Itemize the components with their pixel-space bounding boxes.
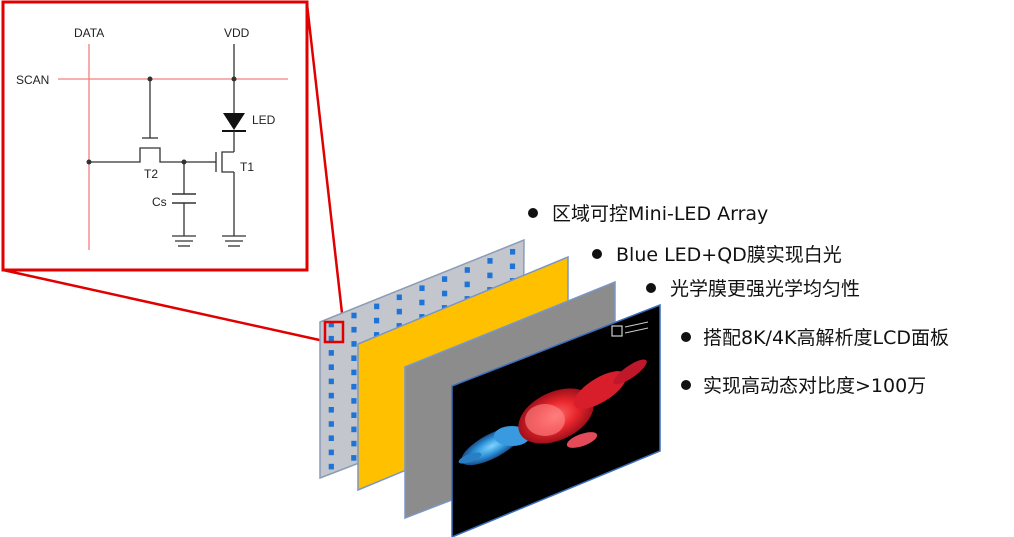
lcd-panel-layer [451,303,661,537]
mini-led-dot [351,440,357,447]
mini-led-dot [374,317,380,324]
mini-led-dot [509,263,516,270]
mini-led-dot [374,303,380,310]
mini-led-dot [442,290,448,297]
data-label: DATA [74,26,104,40]
mini-led-dot [328,407,334,413]
mini-led-dot [351,326,357,333]
mini-led-dot [351,455,357,461]
vdd-label: VDD [224,26,250,40]
mini-led-dot [487,272,493,279]
bullet-dot [646,283,656,293]
mini-led-dot [328,378,334,385]
mini-led-dot [328,463,334,470]
feature-text: 光学膜更强光学均匀性 [670,278,860,300]
feature-item: 搭配8K/4K高解析度LCD面板 [681,327,949,349]
mini-led-dot [351,369,357,376]
mini-led-dot [351,412,357,418]
callout-connector-top [305,3,345,323]
mini-led-dot [487,258,493,264]
led-label: LED [252,113,276,127]
mini-led-dot [442,276,448,282]
t2-gate-junction [147,76,153,82]
mini-led-dot [351,426,357,433]
mini-led-dot [328,449,334,456]
ground-symbol-t1 [222,235,246,247]
highlighted-led-pixel [323,320,345,344]
data-t2-junction [86,159,92,165]
mini-led-dot [351,398,357,404]
mini-led-dot [351,383,357,390]
mini-led-dot [328,392,334,399]
circuit-callout: DATA VDD SCAN LED T1 T2 Cs [1,0,309,272]
mini-led-dot [396,323,402,329]
mini-led-dot [351,312,357,319]
mini-led-dot [464,267,470,273]
t2-label: T2 [144,167,158,181]
mini-led-dot [328,321,334,328]
feature-item: 实现高动态对比度>100万 [681,375,926,397]
mini-led-dot [328,364,334,370]
mini-led-dot [351,341,357,347]
bullet-dot [528,208,538,218]
mini-led-dot [464,281,470,288]
mini-led-dot [328,350,334,356]
vdd-scan-junction [231,76,237,82]
mini-led-dot [396,308,402,315]
mini-led-dot [510,249,516,255]
feature-text: Blue LED+QD膜实现白光 [616,244,842,266]
bullet-dot [681,380,691,390]
mini-led-dot [374,332,380,338]
mini-led-dot [419,299,425,306]
mini-led-dot [351,355,357,361]
callout-connector-bottom [2,268,325,343]
feature-text: 区域可控Mini-LED Array [552,203,768,225]
scan-label: SCAN [16,73,49,87]
mini-led-dot [419,285,425,291]
feature-item: 区域可控Mini-LED Array [528,203,768,225]
cs-label: Cs [152,195,167,209]
panel-logo [611,321,649,337]
bullet-dot [592,249,602,259]
feature-text: 搭配8K/4K高解析度LCD面板 [703,327,949,349]
mini-led-dot [396,294,402,301]
t1-label: T1 [240,160,254,174]
t2-transistor [89,147,208,163]
ground-symbol-cs [172,235,196,247]
feature-item: 光学膜更强光学均匀性 [646,278,860,300]
feature-item: Blue LED+QD膜实现白光 [592,244,842,266]
feature-text: 实现高动态对比度>100万 [703,375,926,397]
bullet-dot [681,332,691,342]
mini-led-dot [328,335,334,342]
mini-led-dot [328,435,334,441]
lcd-splash-image [458,359,647,466]
callout-frame [1,0,309,272]
feature-list: 区域可控Mini-LED Array Blue LED+QD膜实现白光 光学膜更… [528,203,949,397]
mini-led-dot [328,421,334,427]
